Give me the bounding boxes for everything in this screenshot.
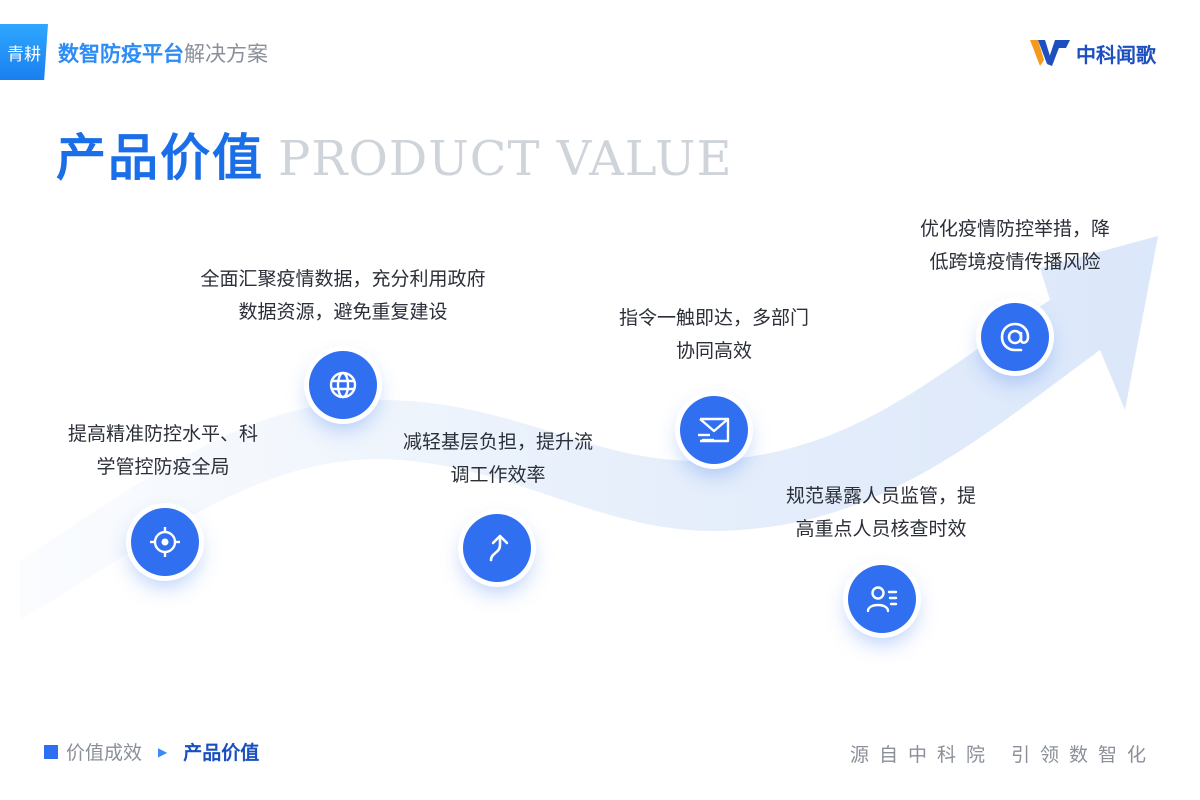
- logo-text: 中科闻歌: [1076, 42, 1156, 67]
- solution-title-main: 数智防疫平台: [58, 42, 184, 66]
- caption-line: 低跨境疫情传播风险: [929, 251, 1101, 273]
- target-icon: [150, 527, 180, 557]
- page-title: 产品价值 PRODUCT VALUE: [56, 118, 733, 190]
- caption-line: 高重点人员核查时效: [795, 518, 967, 540]
- caption-line: 规范暴露人员监管，提: [785, 485, 976, 507]
- breadcrumb-prev[interactable]: 价值成效: [66, 742, 143, 764]
- value-node-target: [131, 508, 199, 576]
- value-caption-2: 全面汇聚疫情数据，充分利用政府 数据资源，避免重复建设: [183, 263, 503, 329]
- globe-icon: [329, 371, 357, 399]
- caption-line: 指令一触即达，多部门: [618, 307, 809, 329]
- breadcrumb-square-icon: [44, 744, 58, 759]
- logo-mark-icon: [1030, 40, 1070, 66]
- caption-line: 协同高效: [675, 340, 752, 362]
- caption-line: 调工作效率: [450, 464, 546, 486]
- value-node-arrow: [463, 514, 531, 582]
- value-node-user: [848, 565, 916, 633]
- value-caption-6: 优化疫情防控举措，降 低跨境疫情传播风险: [910, 213, 1120, 279]
- user-list-icon: [866, 586, 898, 613]
- caption-line: 数据资源，避免重复建设: [238, 301, 448, 323]
- value-caption-4: 指令一触即达，多部门 协同高效: [609, 302, 819, 368]
- brand-tab: 青耕: [0, 24, 48, 80]
- message-icon: [698, 417, 730, 443]
- arrow-up-icon: [489, 534, 509, 562]
- solution-title-sub: 解决方案: [184, 42, 268, 66]
- page-title-cn: 产品价值: [56, 129, 264, 187]
- value-caption-1: 提高精准防控水平、科 学管控防疫全局: [58, 418, 268, 484]
- breadcrumb-arrow-icon: ▶: [158, 744, 168, 759]
- caption-line: 减轻基层负担，提升流: [402, 431, 593, 453]
- value-node-at: [981, 303, 1049, 371]
- caption-line: 全面汇聚疫情数据，充分利用政府: [200, 268, 486, 290]
- at-sign-icon: [1000, 322, 1030, 352]
- value-caption-5: 规范暴露人员监管，提 高重点人员核查时效: [776, 480, 986, 546]
- caption-line: 提高精准防控水平、科: [67, 423, 258, 445]
- value-node-message: [680, 396, 748, 464]
- slogan: 源自中科院 引领数智化: [849, 744, 1156, 766]
- company-logo: 中科闻歌: [1030, 38, 1156, 68]
- solution-title: 数智防疫平台解决方案: [58, 38, 268, 68]
- breadcrumb: 价值成效 ▶ 产品价值: [44, 738, 259, 765]
- page-title-en: PRODUCT VALUE: [278, 131, 733, 187]
- value-caption-3: 减轻基层负担，提升流 调工作效率: [393, 426, 603, 492]
- value-node-globe: [309, 351, 377, 419]
- caption-line: 学管控防疫全局: [96, 456, 230, 478]
- caption-line: 优化疫情防控举措，降: [919, 218, 1110, 240]
- breadcrumb-current: 产品价值: [183, 742, 260, 764]
